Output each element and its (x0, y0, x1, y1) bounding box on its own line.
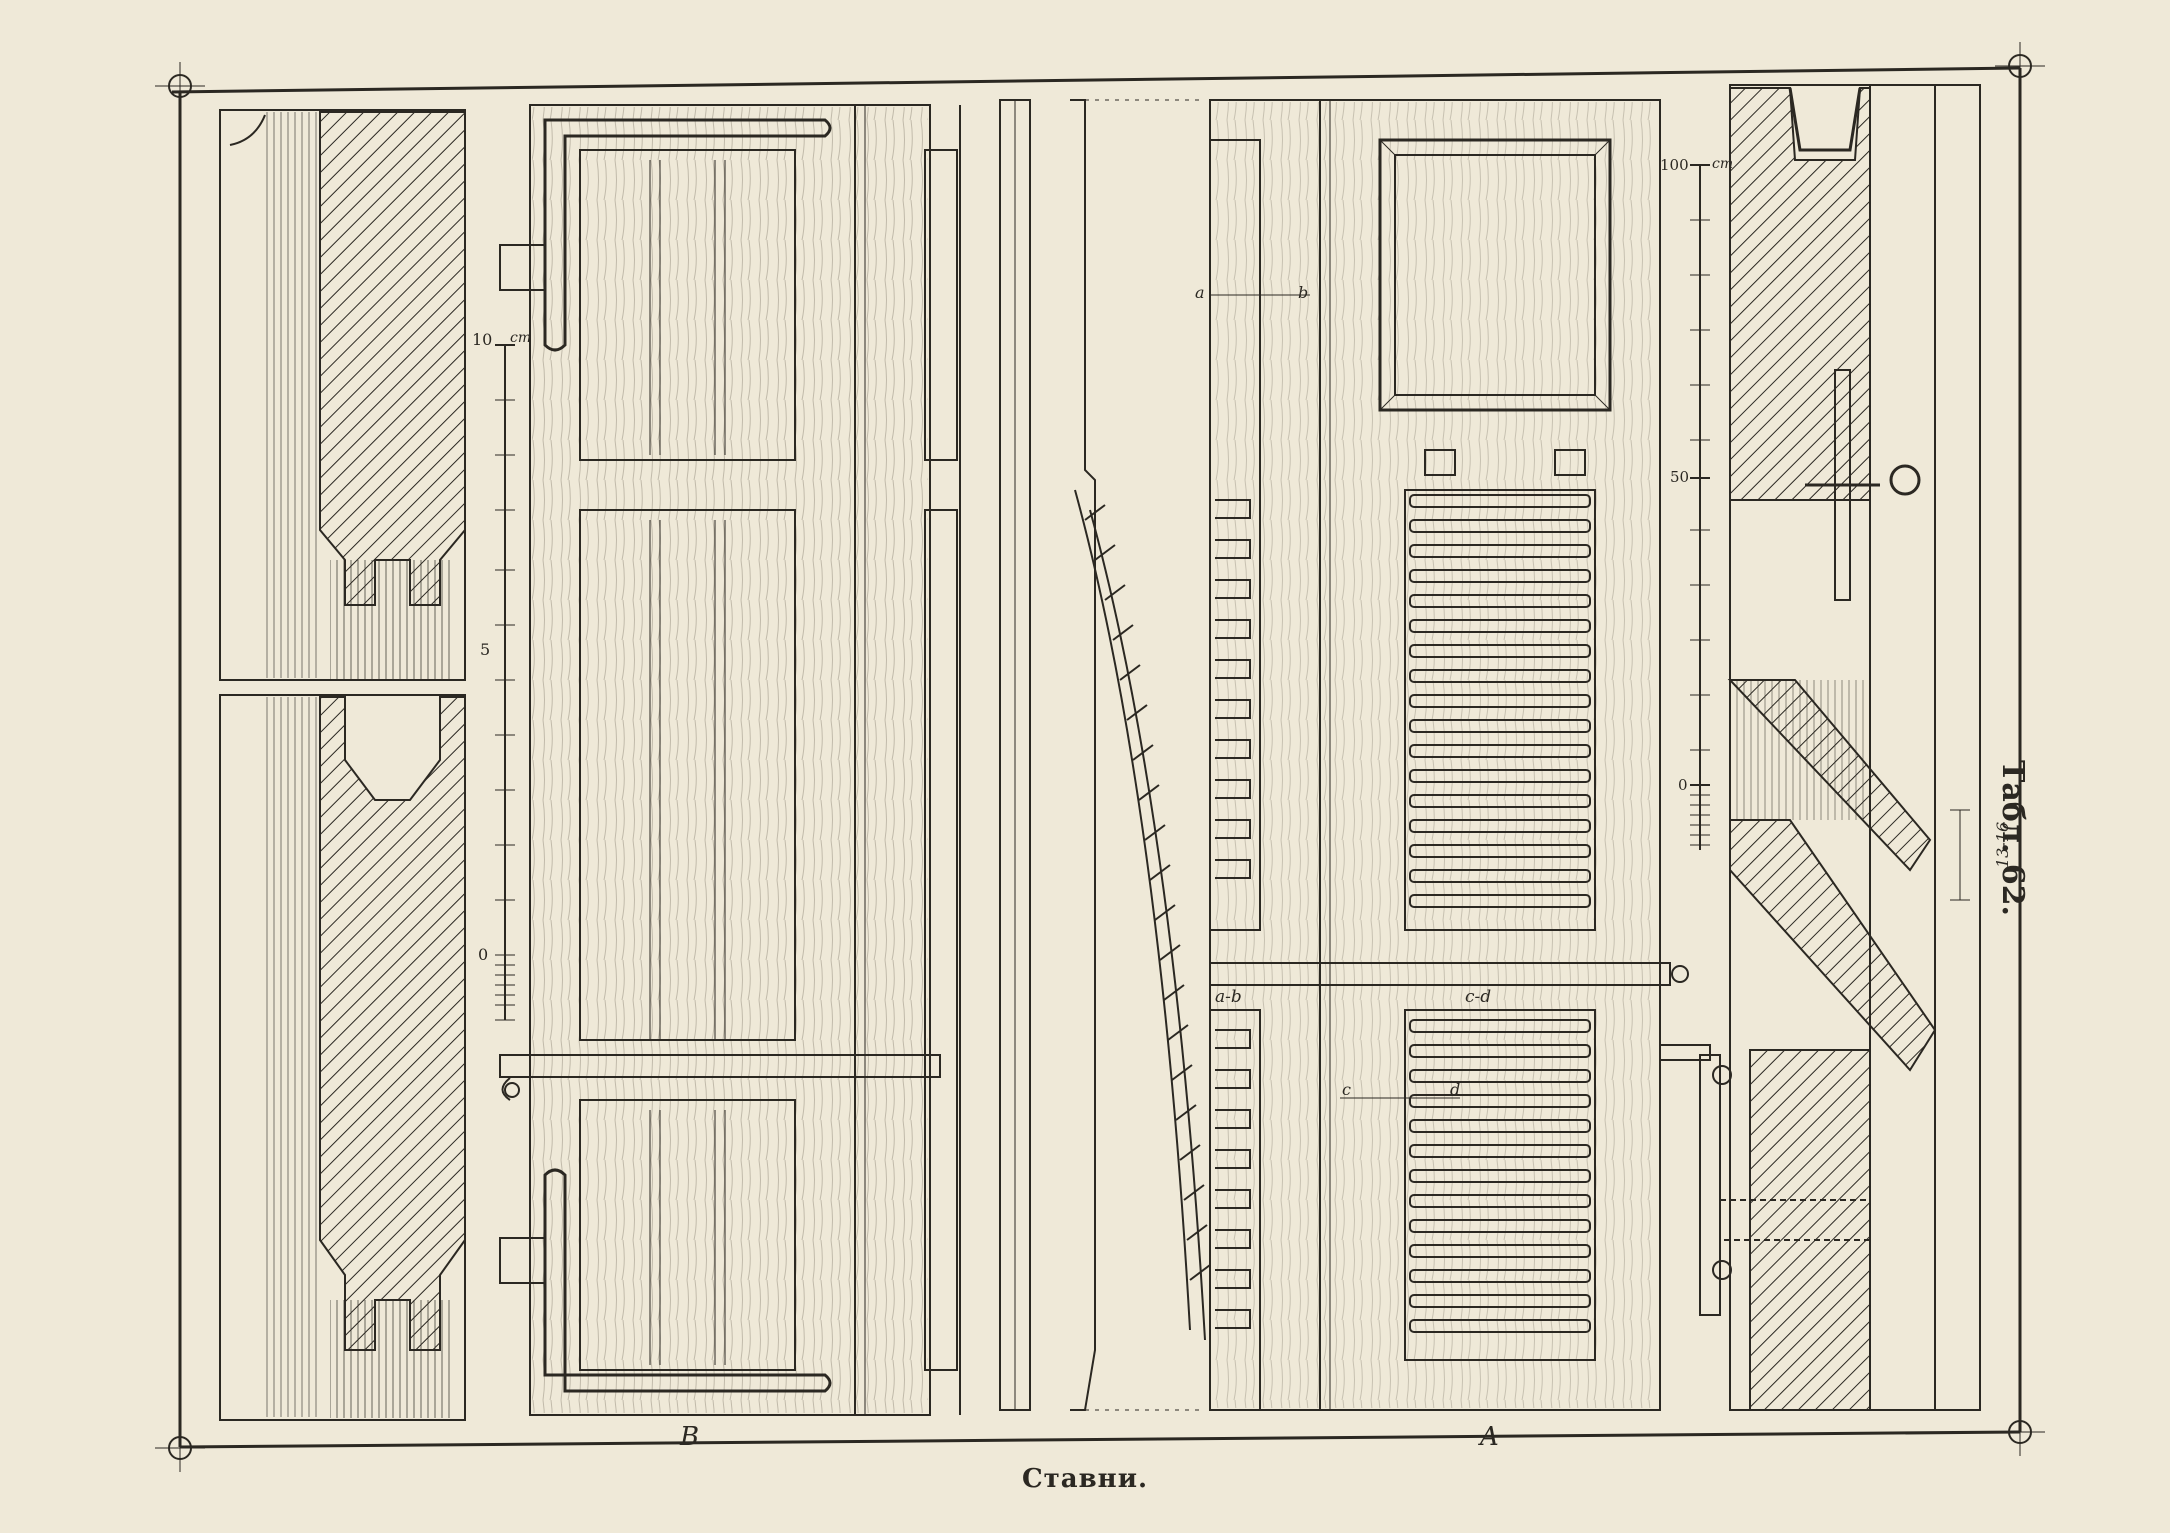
louvres-upper (1404, 449, 1596, 931)
scale-left-tick-10: 10 (472, 330, 492, 349)
view-b-label: B (679, 1422, 699, 1452)
scale-left-tick-5: 5 (480, 640, 490, 659)
mark-a: a (1195, 283, 1205, 302)
detail-right: 13-16 (1659, 84, 2012, 1411)
dim-13-16: 13-16 (1993, 822, 2012, 868)
mark-b: b (1298, 283, 1308, 302)
scale-right-tick-0: 0 (1678, 776, 1688, 794)
scale-right-unit: cm (1712, 156, 1733, 172)
joint-detail-left (219, 109, 466, 1421)
view-a-label: A (1478, 1422, 1499, 1452)
section-ab-label: a-b (1215, 987, 1242, 1007)
corner-registration-marks (155, 42, 2045, 1472)
scale-left: 10 cm 5 0 (472, 330, 531, 1021)
section-cd-label: c-d (1465, 987, 1491, 1007)
vertical-sections (999, 99, 1211, 1411)
scale-right-tick-50: 50 (1670, 468, 1689, 486)
plate-number: Табл. 62. (1995, 760, 2030, 917)
scale-left-unit: cm (510, 330, 531, 346)
scale-right-tick-100: 100 (1660, 156, 1689, 174)
louvres-lower (1404, 1009, 1596, 1361)
scale-left-tick-0: 0 (478, 945, 488, 964)
scale-right: 100 cm 50 0 (1660, 156, 1733, 850)
mark-d: d (1450, 1080, 1460, 1099)
plate-caption: Ставни. (1021, 1464, 1149, 1494)
frame (155, 42, 2045, 1472)
shutter-a-elevation: a b a-b c-d c d A (1195, 99, 1689, 1452)
shutter-b-elevation: B (499, 104, 961, 1452)
mark-c: c (1342, 1080, 1351, 1099)
